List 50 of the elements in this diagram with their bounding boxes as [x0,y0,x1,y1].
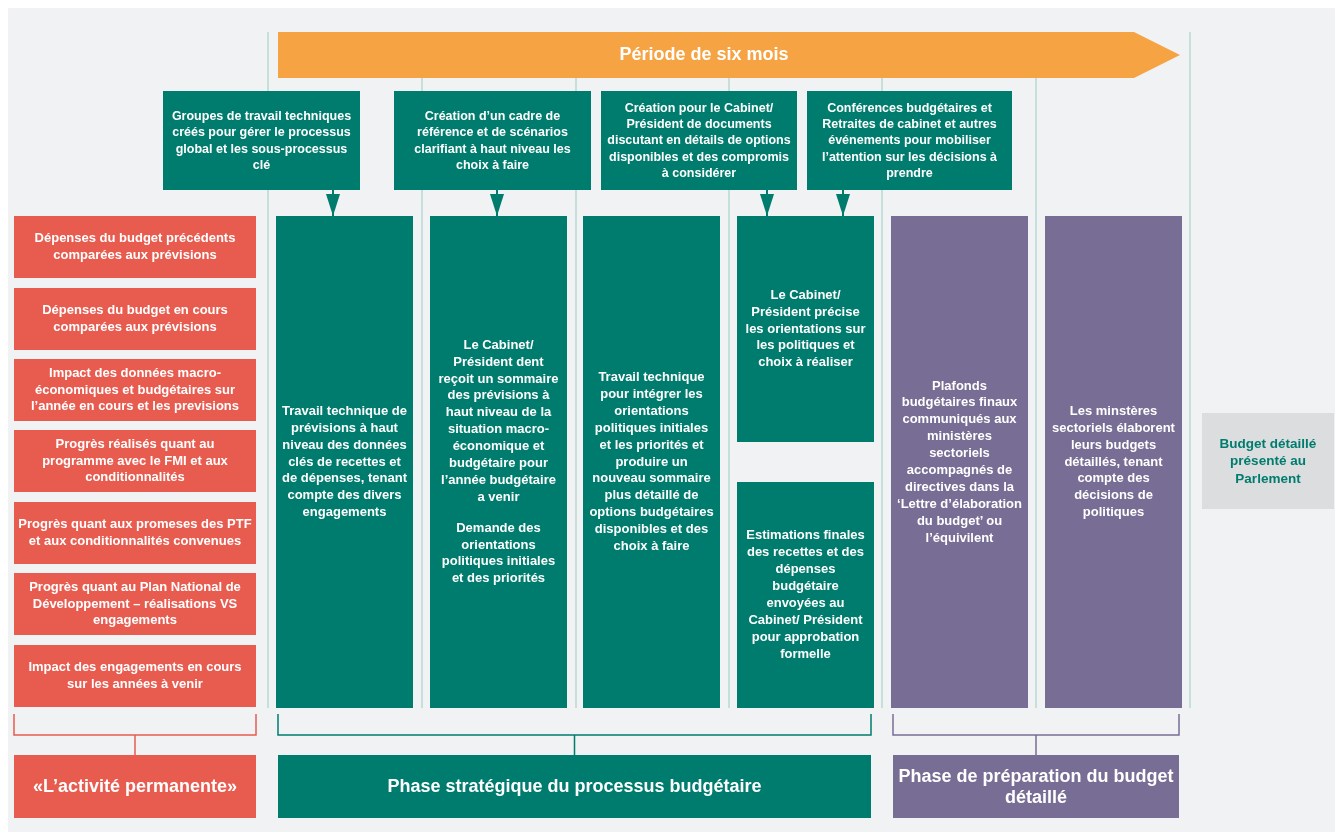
input-box [14,645,256,707]
callout-pointer [326,189,340,217]
period-label: Période de six mois [619,43,789,67]
box-text: Progrès quant aux promeses des PTF et aux conditionnalités convenues [18,516,252,550]
callout-box [601,91,797,190]
input-box [14,502,256,564]
box-text: Estimations finales des recettes et des dépenses budgétaire envoyées au Cabinet/ Président pour approbation formelle [745,527,866,663]
box-text: Budget détaillé présenté au Parlement [1218,434,1318,488]
box-text: Impact des données macro-économiques et budgétaires sur l’année en cours et les previsions [29,364,241,416]
box-text: Conférences budgétaires et Retraites de cabinet et autres événements pour mobiliser l’attention sur les décisions à prendre [820,99,999,182]
box-text: Progrès réalisés quant au programme avec le FMI et aux conditionnalités [41,435,229,487]
box-text: Travail technique pour intégrer les orientations politiques initiales et les priorités et produire un nouveau sommaire plus détaillé de options budgétaires disponibles et des choix à faire [589,369,714,555]
process-box [737,216,874,442]
box-text: Progrès quant au Plan National de Développement – réalisations VS engagements [28,578,242,630]
callout-box [807,91,1012,190]
box-text: Création pour le Cabinet/ Président de documents discutant en détails de options disponibles et des compromis à considérer [606,99,792,182]
box-text: Dépenses du budget précédents comparées aux prévisions [33,230,237,264]
box-text: Groupes de travail techniques créés pour gérer le processus global et les sous-processus clé [170,108,353,173]
phase-label: Phase stratégique du processus budgétaire [387,774,762,798]
box-text: Impact des engagements en cours sur les années à venir [27,659,243,693]
box-text: Travail technique de prévisions à haut niveau des données clés de recettes et de dépenses, tenant compte des divers engagements [282,402,407,522]
box-text: Demande des orientations politiques initiales et des priorités [440,519,557,588]
input-box [14,430,256,492]
process-box [276,216,413,708]
phase-box [14,755,256,818]
process-box [430,216,567,708]
box-text: Dépenses du budget en cours comparées aux prévisions [41,302,229,336]
process-box [1045,216,1182,708]
callout-box [394,91,591,190]
process-box [583,216,720,708]
input-box [14,288,256,350]
phase-label: Phase de préparation du budget détaillé [897,765,1175,808]
output-box [1202,413,1334,509]
box-text: Le Cabinet/ Président précise les orientations sur les politiques et choix à réaliser [744,286,867,372]
callout-pointer [836,189,850,217]
box-text: Création d’un cadre de référence et de scénarios clarifiant à haut niveau les choix à faire [413,108,572,173]
process-box [891,216,1028,708]
box-text: Les minstères sectoriels élaborent leurs budgets détaillés, tenant compte des décisions de politiques [1051,402,1176,522]
box-text: Le Cabinet/ Président dent reçoit un sommaire des prévisions à haut niveau de la situation macro-économique et budgétaire pour l’année budgétaire a venir [437,336,560,506]
callout-pointer [490,189,504,217]
callout-box [163,91,360,190]
phase-label: «L’activité permanente» [32,774,238,798]
input-box [14,573,256,635]
input-box [14,216,256,278]
input-box [14,359,256,421]
box-text: Plafonds budgétaires finaux communiqués aux ministères sectoriels accompagnés de directives dans la ‘Lettre d’élaboration du budget’ ou l’équivilent [897,377,1022,547]
callout-pointer [760,189,774,217]
phase-box [893,755,1179,818]
phase-box [278,755,871,818]
process-box [737,482,874,708]
